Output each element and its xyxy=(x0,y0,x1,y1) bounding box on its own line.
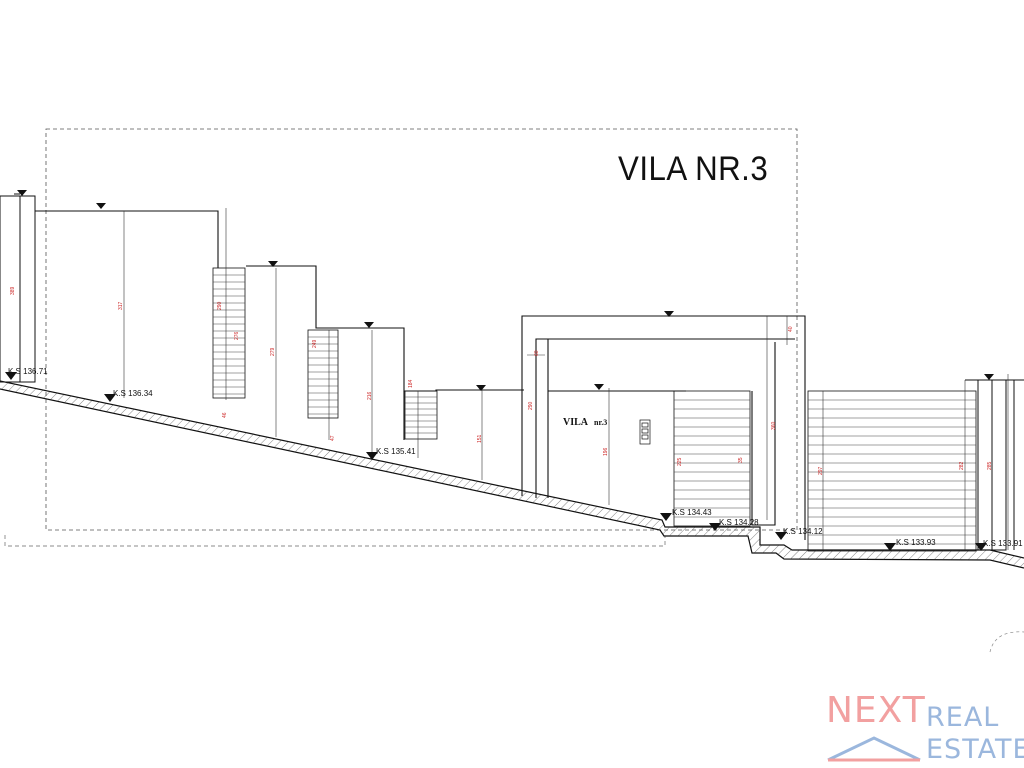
dim-value: 360 xyxy=(771,421,777,430)
dim-value: 35 xyxy=(738,457,744,463)
dim-value: 249 xyxy=(312,339,318,348)
dimension-values: 389 317 290 276 279 249 216 184 151 290 … xyxy=(10,286,993,475)
dim-value: 47 xyxy=(330,435,336,441)
dim-value: 60 xyxy=(534,350,540,356)
dim-value: 276 xyxy=(234,331,240,340)
level-label: K.S 134.28 xyxy=(719,518,759,527)
dim-value: 151 xyxy=(477,434,483,443)
dim-value: 389 xyxy=(10,286,16,295)
dim-value: 290 xyxy=(217,301,223,310)
stair-lines xyxy=(213,274,976,545)
site-boundary xyxy=(45,128,798,531)
level-label: K.S 133.93 xyxy=(896,538,936,547)
dim-value: 317 xyxy=(118,301,124,310)
level-markers xyxy=(5,190,994,551)
level-labels: K.S 136.71 K.S 136.34 K.S 135.41 K.S 134… xyxy=(8,367,1023,548)
logo-real: REAL xyxy=(926,702,1000,733)
base-line xyxy=(4,535,666,547)
drawing-title: VILA NR.3 xyxy=(618,150,769,188)
right-curve xyxy=(989,631,1024,653)
logo-estate: ESTATE xyxy=(926,734,1024,765)
villa-label: VILA nr.3 xyxy=(563,417,607,428)
level-label: K.S 135.41 xyxy=(376,447,416,456)
level-label: K.S 136.34 xyxy=(113,389,153,398)
villa-label-sub: nr.3 xyxy=(594,418,608,427)
dim-value: 225 xyxy=(677,457,683,466)
villa-label-main: VILA xyxy=(563,417,589,428)
dim-value: 184 xyxy=(408,379,414,388)
house-roof-icon xyxy=(827,736,921,762)
dim-value: 46 xyxy=(222,412,228,418)
dim-value: 297 xyxy=(818,466,824,475)
level-label: K.S 134.43 xyxy=(672,508,712,517)
dim-value: 216 xyxy=(367,391,373,400)
level-label: K.S 136.71 xyxy=(8,367,48,376)
dim-value: 279 xyxy=(270,347,276,356)
dim-value: 290 xyxy=(528,401,534,410)
terrain-line xyxy=(0,380,1024,559)
logo-next: NEXT xyxy=(826,690,926,731)
dimension-lines xyxy=(123,208,1009,550)
villa-walls xyxy=(35,210,806,540)
company-logo: NEXT REAL ESTATE xyxy=(826,690,1024,765)
dim-value: 285 xyxy=(987,461,993,470)
dim-value: 282 xyxy=(959,461,965,470)
level-label: K.S 134.12 xyxy=(783,527,823,536)
left-building xyxy=(0,193,36,383)
level-label: K.S 133.91 xyxy=(983,539,1023,548)
dim-value: 196 xyxy=(603,447,609,456)
right-building xyxy=(965,379,1024,551)
dim-value: 40 xyxy=(788,326,794,332)
panel-icon xyxy=(639,419,651,445)
